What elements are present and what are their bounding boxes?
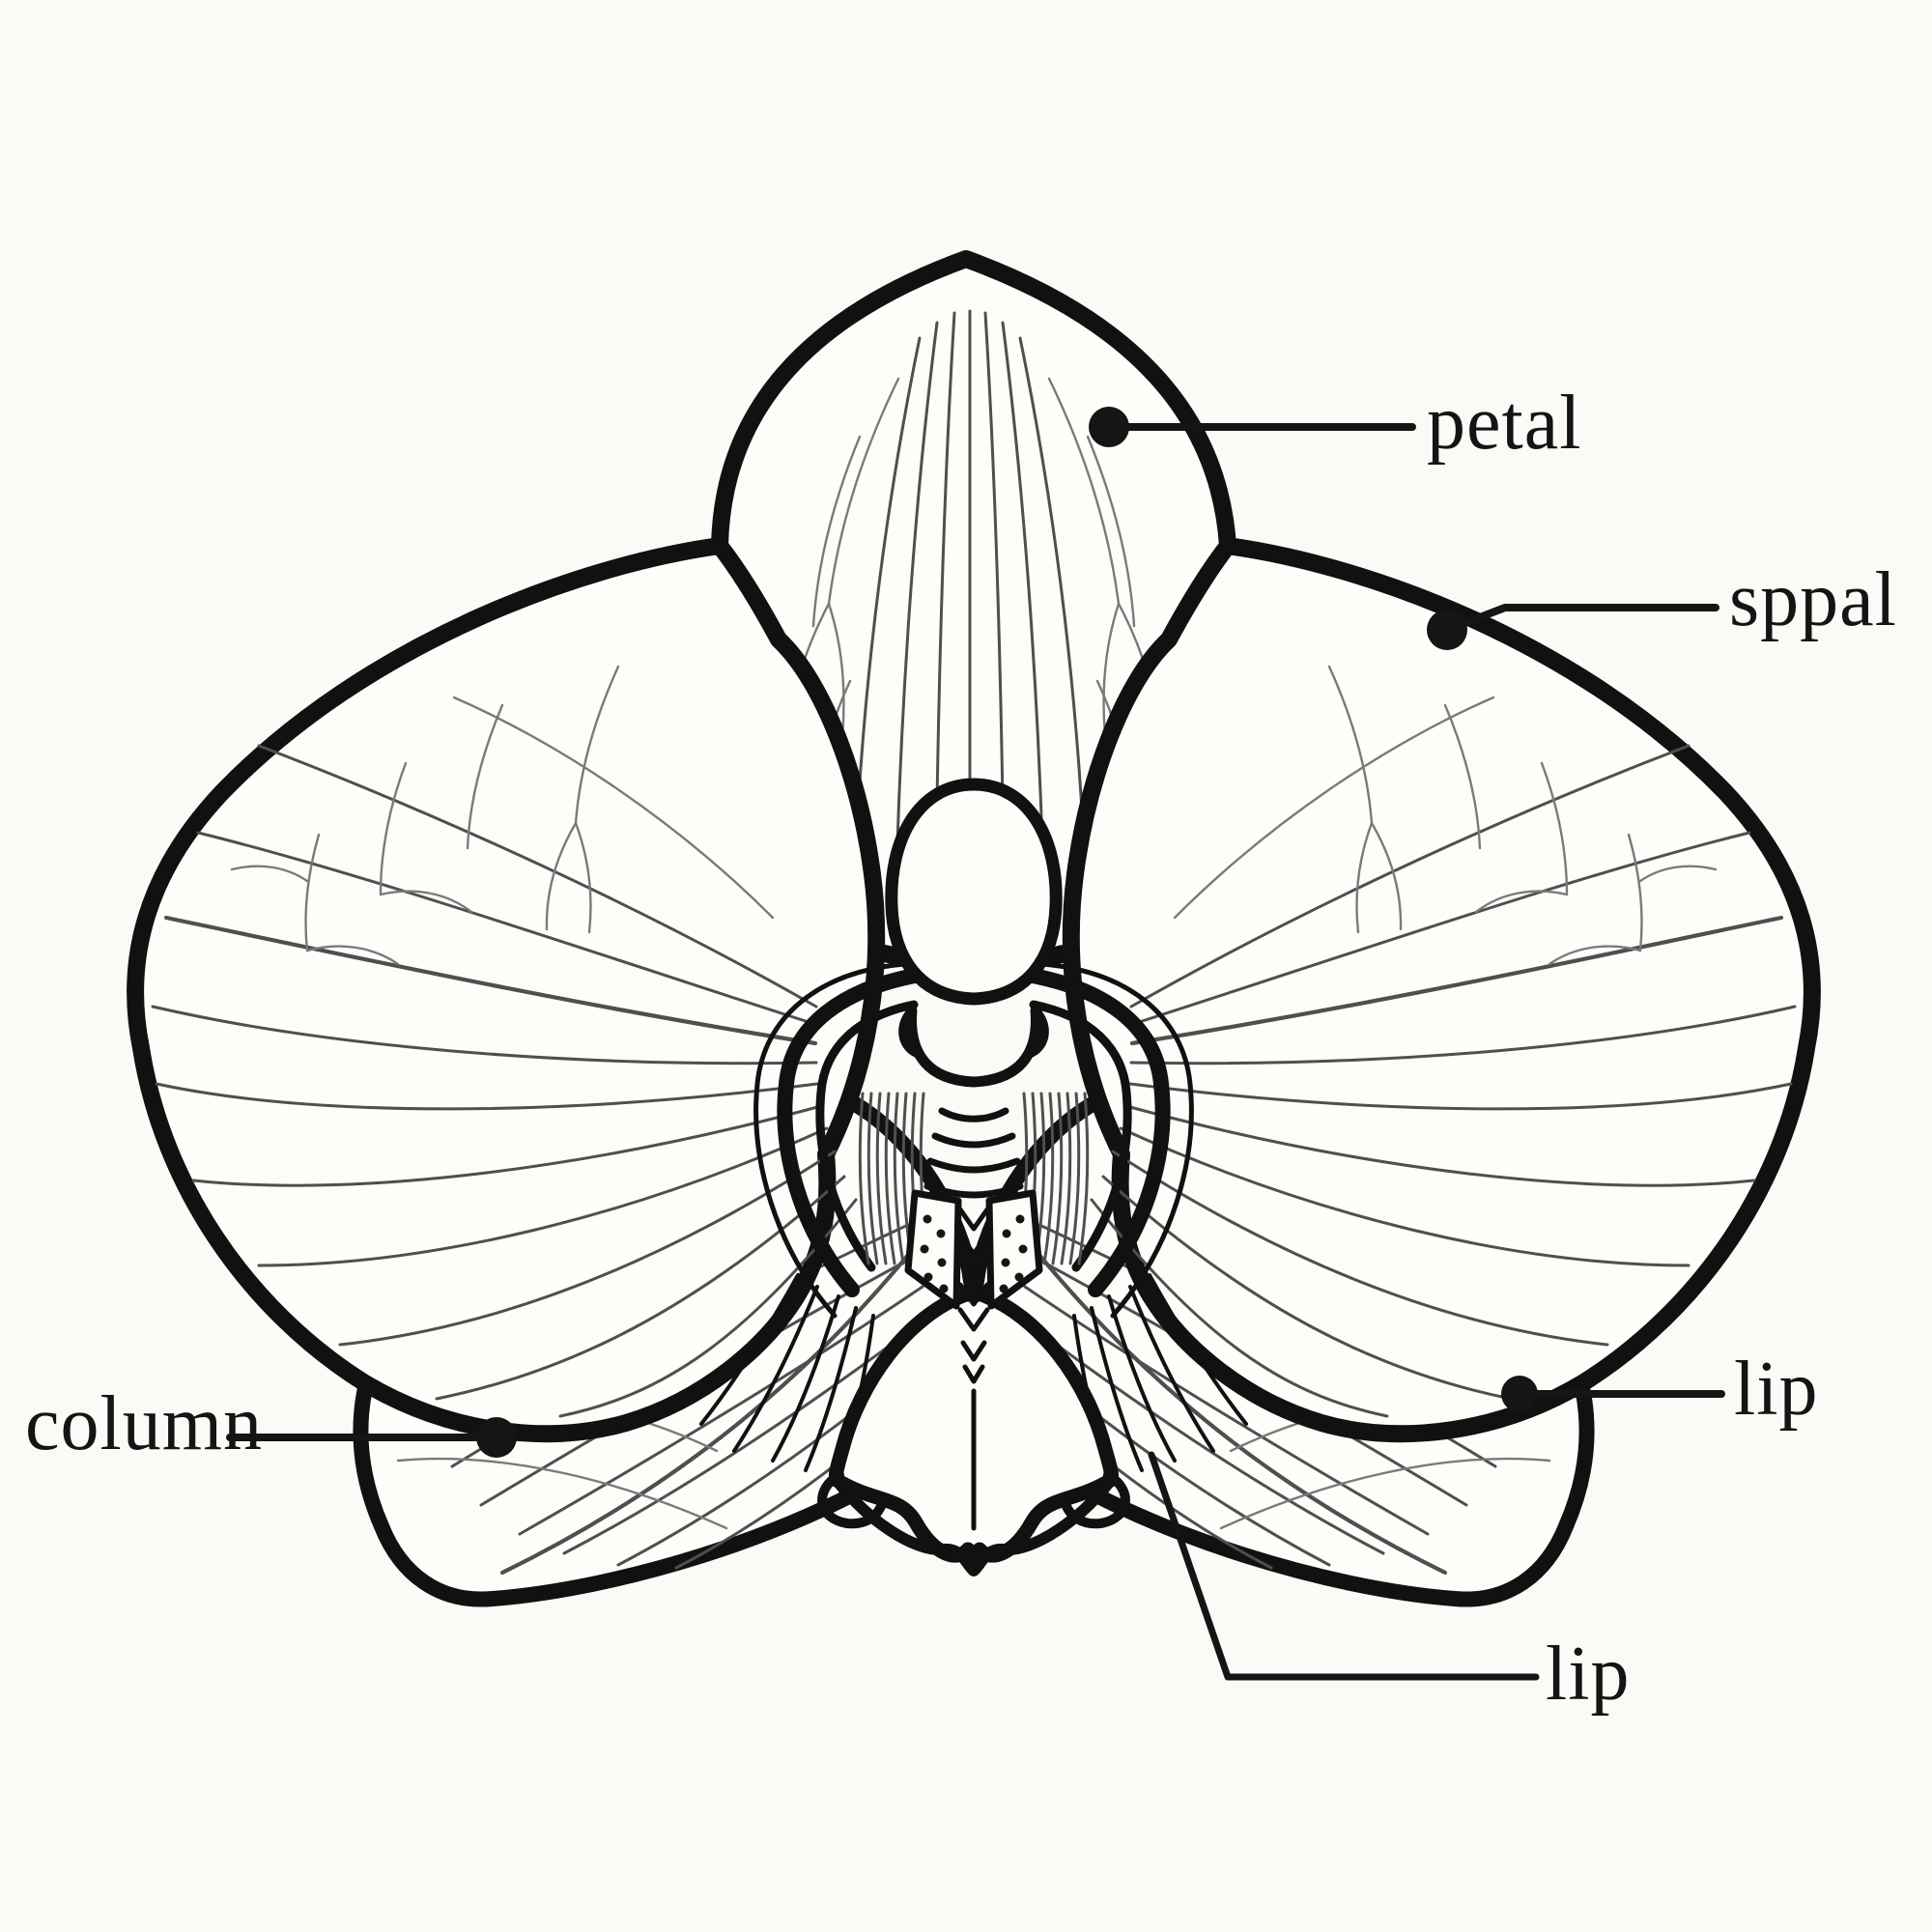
sepal-label: sppal (1729, 556, 1897, 642)
column-leader-dot (476, 1417, 517, 1458)
sepal-leader-line (1443, 604, 1719, 634)
leader-lines (226, 407, 1725, 1681)
column-body (885, 778, 1063, 1006)
petal-label: petal (1427, 380, 1582, 466)
lip-right-label: lip (1734, 1346, 1819, 1432)
lip-bottom-leader-line (1148, 1451, 1540, 1681)
lip-right-leader-dot (1501, 1376, 1538, 1412)
sepal-leader-dot (1427, 610, 1467, 650)
column-and-lip-structure (701, 778, 1246, 1577)
column-label: column (25, 1380, 263, 1466)
petal-leader-dot (1089, 407, 1129, 447)
lip-bottom-label: lip (1546, 1631, 1631, 1717)
